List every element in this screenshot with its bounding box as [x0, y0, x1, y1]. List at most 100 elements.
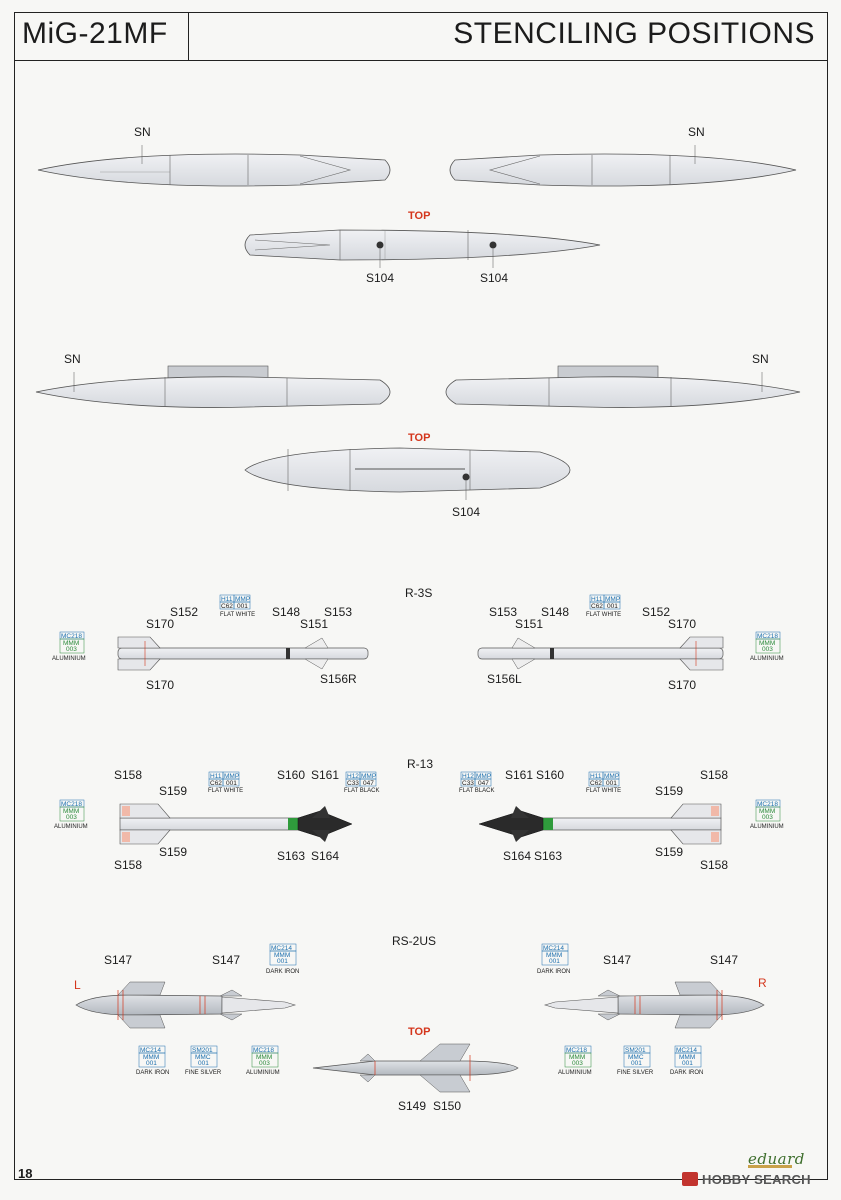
svg-text:003: 003: [572, 1060, 583, 1067]
r3s-l-code-aluminium: MC218 MMM 003 ALUMINIUM: [52, 631, 86, 662]
svg-text:MMM: MMM: [63, 808, 79, 815]
rs2us-r-code-aluminium: MC218 MMM 003 ALUMINIUM: [558, 1045, 592, 1076]
svg-text:H11: H11: [210, 773, 222, 780]
svg-text:MC218: MC218: [757, 801, 778, 808]
model-title: MiG-21MF: [22, 17, 168, 50]
svg-text:C33: C33: [462, 780, 474, 787]
rs2us-l-code-finesilver: SM201 MMC 001 FINE SILVER: [185, 1045, 222, 1076]
r13-r-s159-top: S159: [655, 784, 683, 798]
rs2us-r-code-finesilver: SM201 MMC 001 FINE SILVER: [617, 1045, 654, 1076]
svg-text:MC214: MC214: [140, 1047, 161, 1054]
svg-text:FLAT WHITE: FLAT WHITE: [586, 788, 621, 794]
r3s-r-s153: S153: [489, 605, 517, 619]
r13-l-s163: S163: [277, 849, 305, 863]
svg-text:C62: C62: [590, 780, 602, 787]
svg-text:MMM: MMM: [759, 640, 775, 647]
r13-r-s159-bottom: S159: [655, 845, 683, 859]
svg-text:MMM: MMM: [679, 1054, 695, 1061]
r13-missile-right: [478, 803, 722, 845]
r3s-r-s152: S152: [642, 605, 670, 619]
svg-text:SM201: SM201: [192, 1047, 213, 1054]
svg-text:MC218: MC218: [61, 801, 82, 808]
r13-r-code-flatwhite: H11 MMP C62 001 FLAT WHITE: [586, 771, 621, 794]
rs2us-s149: S149: [398, 1099, 426, 1113]
r13-l-s158-top: S158: [114, 768, 142, 782]
r13-l-s164: S164: [311, 849, 339, 863]
svg-text:047: 047: [363, 780, 374, 787]
svg-text:MMM: MMM: [274, 952, 290, 959]
svg-text:DARK IRON: DARK IRON: [136, 1070, 169, 1076]
r13-r-s158-bottom: S158: [700, 858, 728, 872]
r3s-l-s170-top: S170: [146, 617, 174, 631]
top-label-tank2: TOP: [408, 432, 430, 444]
svg-text:FLAT WHITE: FLAT WHITE: [220, 612, 255, 618]
rs2us-s150: S150: [433, 1099, 461, 1113]
r3s-missile-left: [117, 636, 369, 671]
page-number: 18: [18, 1166, 33, 1181]
svg-text:MMM: MMM: [63, 640, 79, 647]
r3s-r-s151: S151: [515, 617, 543, 631]
r13-l-s159-top: S159: [159, 784, 187, 798]
svg-text:001: 001: [226, 780, 237, 787]
svg-text:FINE SILVER: FINE SILVER: [617, 1070, 654, 1076]
svg-text:001: 001: [146, 1060, 157, 1067]
svg-text:MC214: MC214: [543, 945, 564, 952]
s104-label-c: S104: [452, 505, 480, 519]
svg-text:MMP: MMP: [476, 773, 491, 780]
drop-tank-2-top-view: [244, 447, 571, 500]
rs2us-r-s147-a: S147: [603, 953, 631, 967]
svg-text:MMM: MMM: [143, 1054, 159, 1061]
r3s-r-s170-bottom: S170: [668, 678, 696, 692]
rs2us-right-marker: R: [758, 976, 767, 990]
sn-label-right: SN: [688, 125, 705, 139]
svg-text:001: 001: [682, 1060, 693, 1067]
svg-text:H11: H11: [590, 773, 602, 780]
r13-r-s160: S160: [536, 768, 564, 782]
svg-text:001: 001: [237, 603, 248, 610]
sn-label-2-right: SN: [752, 352, 769, 366]
svg-text:DARK IRON: DARK IRON: [266, 969, 299, 975]
header-separator: [188, 12, 189, 60]
svg-text:MC218: MC218: [253, 1047, 274, 1054]
brand-stripe: [748, 1165, 792, 1168]
svg-text:003: 003: [762, 646, 773, 653]
sn-label-left: SN: [134, 125, 151, 139]
svg-text:MC214: MC214: [271, 945, 292, 952]
svg-text:MMC: MMC: [628, 1054, 644, 1061]
svg-text:FINE SILVER: FINE SILVER: [185, 1070, 222, 1076]
svg-text:MC214: MC214: [676, 1047, 697, 1054]
svg-text:C33: C33: [347, 780, 359, 787]
rs2us-section-title: RS-2US: [392, 934, 436, 948]
r3s-l-s148: S148: [272, 605, 300, 619]
svg-text:DARK IRON: DARK IRON: [537, 969, 570, 975]
svg-text:ALUMINIUM: ALUMINIUM: [54, 824, 88, 830]
watermark-text: HOBBY SEARCH: [702, 1172, 811, 1187]
svg-text:H12: H12: [347, 773, 359, 780]
svg-text:003: 003: [66, 814, 77, 821]
rs2us-l-code-darkiron-bottom: MC214 MMM 001 DARK IRON: [136, 1045, 169, 1076]
svg-text:FLAT WHITE: FLAT WHITE: [208, 788, 243, 794]
svg-text:MC218: MC218: [757, 633, 778, 640]
svg-text:MMP: MMP: [604, 773, 619, 780]
rs2us-r-code-darkiron-top: MC214 MMM 001 DARK IRON: [537, 943, 570, 975]
r13-section-title: R-13: [407, 757, 433, 771]
r3s-r-s156l: S156L: [487, 672, 522, 686]
drop-tank-2-right-side: [445, 365, 801, 408]
svg-text:MMM: MMM: [569, 1054, 585, 1061]
svg-text:001: 001: [277, 958, 288, 965]
r13-r-s164: S164: [503, 849, 531, 863]
svg-text:FLAT BLACK: FLAT BLACK: [459, 788, 494, 794]
svg-text:H11: H11: [221, 596, 233, 603]
sn-label-2-left: SN: [64, 352, 81, 366]
svg-text:047: 047: [478, 780, 489, 787]
svg-text:SM201: SM201: [625, 1047, 646, 1054]
r13-l-code-flatwhite: H11 MMP C62 001 FLAT WHITE: [208, 771, 243, 794]
svg-text:MMM: MMM: [256, 1054, 272, 1061]
svg-text:MMP: MMP: [235, 596, 250, 603]
drop-tank-2-left-side: [35, 365, 391, 408]
rs2us-missile-right: [543, 981, 765, 1029]
svg-text:MC218: MC218: [566, 1047, 587, 1054]
svg-text:C62: C62: [221, 603, 233, 610]
r3s-section-title: R-3S: [405, 586, 432, 600]
rs2us-left-marker: L: [74, 978, 81, 992]
